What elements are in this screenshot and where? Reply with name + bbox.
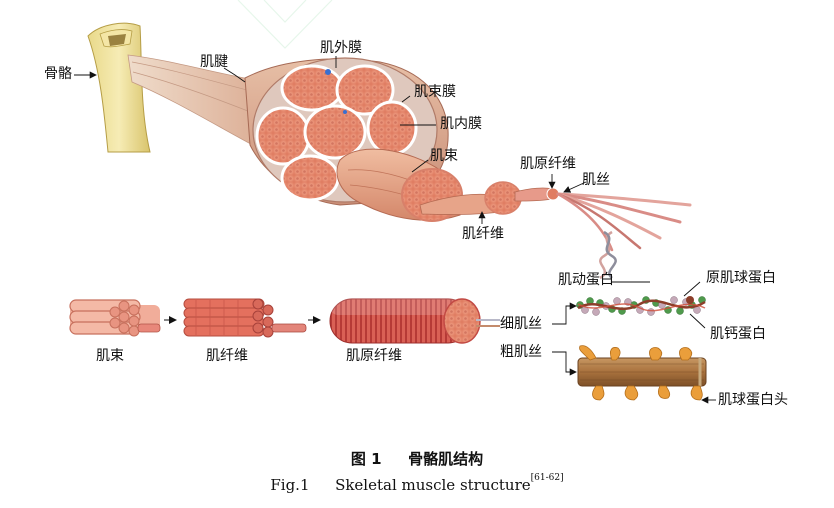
- label-muscle-fiber-bottom: 肌纤维: [206, 348, 248, 364]
- caption-reference: [61-62]: [531, 473, 564, 483]
- label-thick-filament: 粗肌丝: [500, 344, 542, 360]
- label-myofibril-bottom: 肌原纤维: [346, 348, 402, 364]
- tendon-illustration: [128, 55, 262, 150]
- caption-en-number: Fig.1: [270, 476, 309, 494]
- muscle-fiber-icon: [184, 299, 306, 337]
- label-epimysium: 肌外膜: [320, 40, 362, 56]
- label-troponin: 肌钙蛋白: [710, 326, 766, 342]
- watermark-lines: [238, 0, 332, 48]
- label-bone: 骨骼: [44, 66, 72, 82]
- myofibril-pulled: [515, 188, 559, 201]
- label-muscle-fiber-top: 肌纤维: [462, 226, 504, 242]
- label-tendon: 肌腱: [200, 54, 228, 70]
- label-myosin-head: 肌球蛋白头: [718, 392, 788, 408]
- label-actin: 肌动蛋白: [558, 272, 614, 288]
- label-myofilament: 肌丝: [582, 172, 610, 188]
- thick-filament-illustration: [578, 346, 706, 400]
- thin-filament-illustration: [577, 296, 706, 316]
- label-perimysium: 肌束膜: [414, 84, 456, 100]
- label-thin-filament: 细肌丝: [500, 316, 542, 332]
- caption-cn-number: 图 1: [351, 450, 382, 468]
- caption-chinese: 图 1 骨骼肌结构: [0, 448, 834, 469]
- label-fascicle-bottom: 肌束: [96, 348, 124, 364]
- label-fascicle-top: 肌束: [430, 148, 458, 164]
- bone-illustration: [88, 23, 150, 152]
- myofibril-icon: [330, 299, 500, 343]
- myofilaments-fan: [558, 194, 690, 250]
- caption-en-title: Skeletal muscle structure: [335, 476, 531, 494]
- caption-cn-title: 骨骼肌结构: [408, 450, 483, 468]
- label-myofibril-top: 肌原纤维: [520, 156, 576, 172]
- label-tropomyosin: 原肌球蛋白: [706, 270, 776, 286]
- fascicle-bundle-icon: [70, 300, 160, 336]
- caption-english: Fig.1 Skeletal muscle structure[61-62]: [0, 476, 834, 494]
- label-endomysium: 肌内膜: [440, 116, 482, 132]
